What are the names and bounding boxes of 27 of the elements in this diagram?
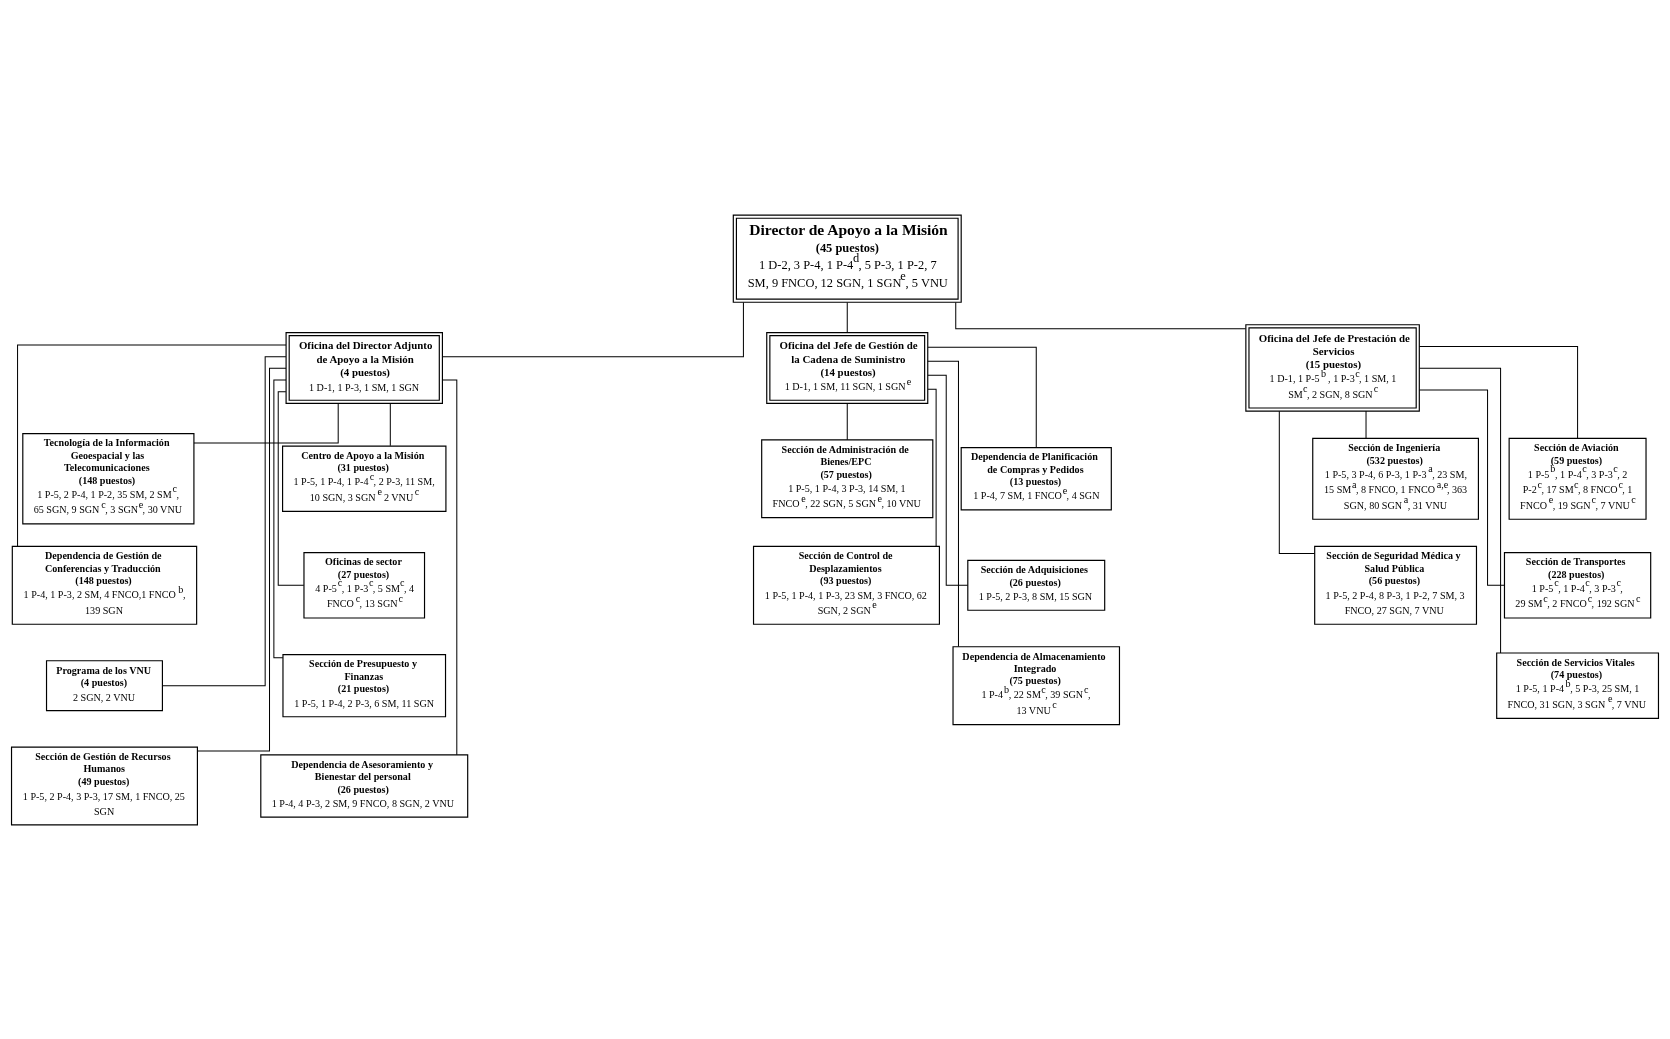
connector xyxy=(442,379,458,755)
connector xyxy=(927,360,959,647)
connector xyxy=(927,346,1037,448)
connector xyxy=(197,367,287,751)
node-box: Sección de Adquisiciones (26 puestos) 1 P-5, 2 P-3, 8 SM, 15 SGN xyxy=(967,559,1106,611)
node-box: Sección de Gestión de Recursos Humanos (49 puestos) 1 P-5, 2 P-4, 3 P-3, 17 SM, 1 FNCO, 25 SGN xyxy=(10,746,198,825)
connector xyxy=(927,388,937,547)
node-box: Dependencia de Asesoramiento y Bienestar del personal (26 puestos) 1 P-4, 4 P-3, 2 SM, 9 FNCO, 8 SGN, 2 VNU xyxy=(260,753,469,818)
connector xyxy=(1418,389,1505,586)
connector xyxy=(1278,410,1315,554)
connector xyxy=(846,402,848,440)
connector xyxy=(927,374,969,586)
node-box: Sección de Seguridad Médica y Salud Pública (56 puestos) 1 P-5, 2 P-4, 8 P-3, 1 P-2, 7 SM, 3 FNCO, 27 SGN, 7 VNU xyxy=(1314,545,1478,625)
connector xyxy=(846,301,848,333)
connector xyxy=(955,301,1247,329)
connector xyxy=(389,402,391,446)
connector xyxy=(162,355,287,686)
connector xyxy=(193,402,339,443)
connector xyxy=(17,344,287,547)
connector xyxy=(273,379,287,658)
node-box: Programa de los VNU (4 puestos) 2 SGN, 2 VNU xyxy=(45,659,163,711)
connector xyxy=(1365,410,1367,439)
node-box: Sección de Presupuesto y Finanzas (21 puestos) 1 P-5, 1 P-4, 2 P-3, 6 SM, 11 SGN xyxy=(282,653,447,717)
connector xyxy=(1418,345,1579,439)
connector xyxy=(1419,367,1502,653)
connector xyxy=(442,301,744,357)
connector xyxy=(277,390,305,586)
